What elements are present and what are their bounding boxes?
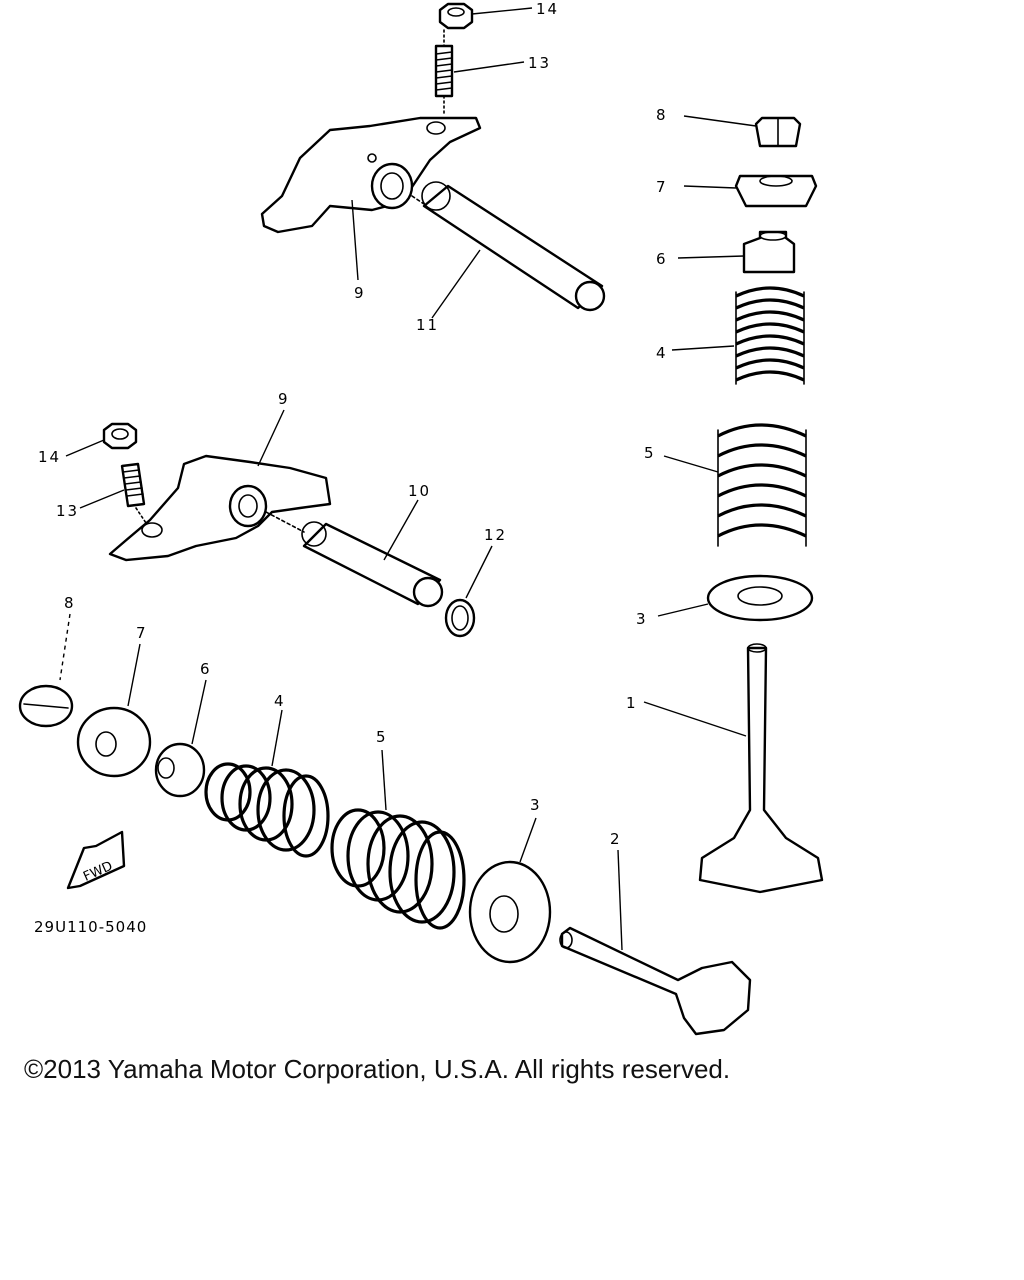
callout-13-lower: 13 <box>56 502 79 520</box>
forward-arrow-icon: FWD <box>66 830 126 890</box>
callout-12: 12 <box>484 526 507 544</box>
leader-lines <box>59 7 757 951</box>
adjuster-screw-part-13-upper <box>434 29 454 117</box>
valve-retainer-part-7-right <box>734 174 818 208</box>
inner-spring-part-4-right <box>735 286 805 385</box>
callout-10: 10 <box>408 482 431 500</box>
callout-14-upper: 14 <box>536 0 559 18</box>
valve-cotter-part-8-right <box>754 116 802 148</box>
spring-seat-part-3-right <box>706 574 814 622</box>
callout-3-right: 3 <box>636 610 648 628</box>
callout-11: 11 <box>416 316 439 334</box>
drawing-code: 29U110-5040 <box>34 918 147 936</box>
callout-6-left: 6 <box>200 660 212 678</box>
spring-seat-part-3-left <box>468 860 552 964</box>
rocker-arm-part-9-upper <box>260 116 482 234</box>
nut-part-14-lower <box>102 422 138 450</box>
rocker-shaft-part-10 <box>265 511 444 608</box>
callout-3-left: 3 <box>530 796 542 814</box>
callout-5-right: 5 <box>644 444 656 462</box>
callout-9-upper: 9 <box>354 284 366 302</box>
callout-13-upper: 13 <box>528 54 551 72</box>
outer-spring-part-5-right <box>717 423 807 547</box>
callout-6-right: 6 <box>656 250 668 268</box>
callout-8-right: 8 <box>656 106 668 124</box>
outer-spring-part-5-left <box>330 808 466 930</box>
callout-labels: 14 13 9 11 8 7 6 4 9 14 10 13 12 5 3 8 7… <box>38 0 668 848</box>
callout-2: 2 <box>610 830 622 848</box>
rocker-shaft-part-11 <box>411 181 606 312</box>
callout-4-right: 4 <box>656 344 668 362</box>
nut-part-14-upper <box>438 2 474 30</box>
callout-8-left: 8 <box>64 594 76 612</box>
adjuster-screw-part-13-lower <box>120 462 149 527</box>
copyright-notice: ©2013 Yamaha Motor Corporation, U.S.A. A… <box>24 1054 731 1084</box>
callout-5-left: 5 <box>376 728 388 746</box>
valve-stem-seal-part-6-left <box>154 742 206 798</box>
valve-part-2 <box>559 926 752 1036</box>
rocker-arm-part-9-lower <box>108 454 332 562</box>
o-ring-part-12 <box>444 598 476 638</box>
inner-spring-part-4-left <box>204 762 330 858</box>
callout-7-left: 7 <box>136 624 148 642</box>
callout-1: 1 <box>626 694 638 712</box>
valve-cotter-part-8-left <box>18 684 74 728</box>
valve-retainer-part-7-left <box>76 706 152 778</box>
callout-9-lower: 9 <box>278 390 290 408</box>
valve-stem-seal-part-6-right <box>742 230 796 274</box>
callout-4-left: 4 <box>274 692 286 710</box>
valve-part-1 <box>698 643 824 894</box>
callout-7-right: 7 <box>656 178 668 196</box>
callout-14-lower: 14 <box>38 448 61 466</box>
valve-rocker-exploded-diagram: FWD 14 13 9 11 8 7 6 4 9 <box>18 0 824 1036</box>
